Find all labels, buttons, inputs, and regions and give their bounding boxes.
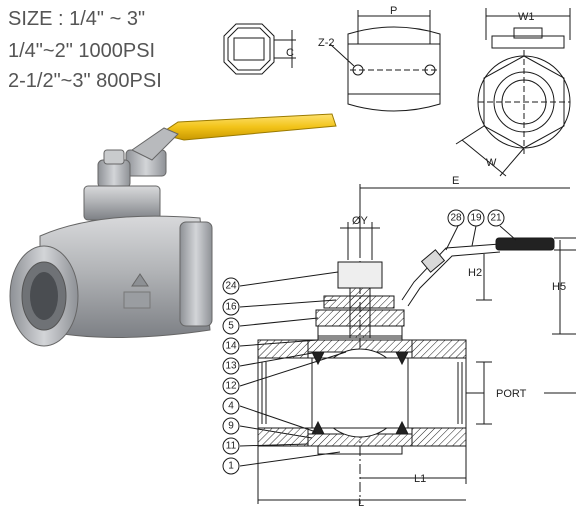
callout-28: 28: [450, 213, 462, 224]
section-view: [239, 184, 576, 504]
dim-c-label: C: [286, 47, 294, 59]
dim-h2-label: H2: [468, 267, 482, 279]
callouts: [222, 209, 505, 475]
callout-1: 1: [228, 461, 234, 472]
callout-9: 9: [228, 421, 234, 432]
callout-16: 16: [225, 302, 237, 313]
spec-pressure-small: 1/4"~2" 1000PSI: [8, 40, 156, 62]
callout-11: 11: [226, 441, 237, 452]
dim-w-label: W: [486, 157, 497, 169]
dim-oy-label: ØY: [352, 215, 369, 227]
spec-pressure-large: 2-1/2"~3" 800PSI: [8, 70, 162, 92]
callout-4: 4: [228, 401, 234, 412]
callout-13: 13: [225, 361, 237, 372]
callout-24: 24: [225, 281, 237, 292]
dim-l1-label: L1: [414, 473, 426, 485]
valve-photo: [9, 113, 337, 347]
flange-top-view: [329, 10, 441, 112]
hex-end-view: [223, 23, 296, 75]
dim-e-label: E: [452, 175, 459, 187]
dim-w1-label: W1: [518, 11, 535, 23]
dim-port-label: PORT: [496, 388, 527, 400]
callout-14: 14: [225, 341, 237, 352]
dim-p-label: P: [390, 5, 397, 17]
callout-12: 12: [225, 381, 237, 392]
callout-19: 19: [470, 213, 482, 224]
end-view: [455, 8, 571, 177]
dim-z2-label: Z-2: [318, 37, 335, 49]
callout-21: 21: [490, 213, 502, 224]
callout-5: 5: [228, 321, 234, 332]
dim-h5-label: H5: [552, 281, 566, 293]
dim-l-label: L: [358, 497, 364, 507]
spec-size: SIZE : 1/4" ~ 3": [8, 8, 146, 30]
